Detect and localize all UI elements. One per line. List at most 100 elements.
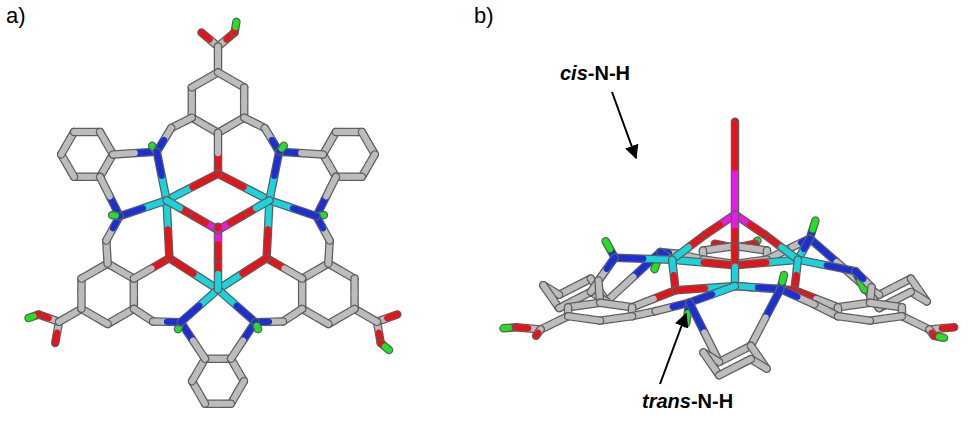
bond-half: [281, 146, 283, 149]
bond-stick: [328, 309, 354, 324]
bond-stick: [672, 260, 675, 291]
bond-half: [643, 259, 672, 260]
bond-stick: [218, 118, 244, 133]
bond-stick: [244, 87, 245, 117]
bond-stick: [181, 322, 205, 359]
bond-outline: [765, 235, 798, 260]
bond-stick: [167, 200, 194, 216]
bond-outline: [536, 329, 541, 335]
bond-stick: [672, 235, 705, 260]
bond-outline: [735, 260, 798, 266]
bond-outline: [302, 309, 328, 324]
bond-outline: [731, 215, 740, 248]
bond-stick: [934, 336, 944, 338]
bond-outline: [267, 200, 270, 258]
bond-half: [690, 303, 705, 333]
bond-outline: [167, 200, 170, 258]
bond-stick: [81, 309, 107, 324]
panel-label: b): [474, 4, 494, 28]
top-view-structure: [29, 22, 398, 404]
bond-outline: [735, 246, 767, 250]
bond-stick: [235, 22, 237, 33]
bond-stick: [218, 258, 267, 289]
bond-half: [804, 239, 810, 250]
bond-half: [543, 285, 551, 296]
bond-half: [231, 340, 243, 358]
bond-outline: [794, 260, 797, 291]
bond-half: [215, 46, 221, 59]
bond-half: [615, 258, 644, 259]
bond-half: [167, 200, 181, 208]
bond-half: [838, 316, 854, 318]
bond-stick: [194, 216, 218, 230]
bond-outline: [218, 72, 244, 87]
bond-stick: [169, 258, 218, 289]
bond-half: [242, 258, 266, 274]
bond-stick: [218, 289, 255, 322]
bond-stick: [600, 303, 632, 307]
bond-half: [595, 280, 602, 291]
label-anchor: b): [474, 4, 494, 28]
bond-half: [700, 251, 706, 255]
bond-half: [59, 315, 70, 321]
bond-half: [194, 216, 206, 223]
bond-outline: [157, 152, 167, 201]
bond-half: [813, 221, 816, 230]
bond-outline: [279, 146, 284, 152]
bond-stick: [218, 72, 244, 87]
bond-stick: [719, 359, 751, 375]
bond-outline: [113, 152, 157, 155]
bond-half: [942, 327, 954, 328]
bond-half: [293, 208, 316, 216]
bond-stick: [568, 316, 600, 320]
bond-half: [134, 268, 152, 278]
bond-stick: [735, 122, 736, 215]
bond-half: [751, 317, 766, 345]
bond-half: [113, 153, 135, 154]
bond-outline: [735, 215, 765, 235]
bond-outline: [870, 303, 902, 307]
bond-stick: [279, 152, 323, 155]
bond-half: [732, 122, 738, 168]
bond-half: [704, 263, 735, 266]
bond-half: [201, 33, 209, 40]
leader-arrow: [660, 314, 686, 384]
bond-half: [215, 227, 221, 229]
bond-outline: [381, 343, 389, 350]
bond-half: [607, 258, 615, 269]
bond-half: [810, 239, 837, 262]
bond-stick: [672, 260, 735, 266]
bond-outline: [541, 316, 568, 329]
bond-half: [855, 271, 863, 279]
bond-half: [536, 333, 538, 336]
bond-half: [326, 177, 336, 197]
bond-outline: [798, 260, 855, 271]
bond-outline: [231, 322, 255, 359]
bond-half: [503, 325, 509, 332]
bond-half: [301, 153, 323, 154]
bond-outline: [181, 289, 218, 322]
bond-outline: [167, 174, 218, 200]
bond-outline: [108, 309, 134, 324]
bond-half: [29, 316, 34, 318]
bond-outline: [192, 72, 218, 87]
bond-outline: [240, 87, 249, 117]
bond-stick: [870, 303, 902, 307]
bond-outline: [600, 303, 632, 307]
bond-stick: [218, 227, 219, 230]
bond-stick: [703, 246, 735, 250]
bond-stick: [269, 200, 316, 216]
bond-half: [568, 316, 584, 318]
bond-half: [606, 241, 611, 249]
bond-half: [110, 197, 120, 217]
bond-stick: [798, 260, 855, 271]
bond-stick: [231, 322, 255, 359]
bond-half: [55, 332, 57, 343]
bond-outline: [81, 263, 107, 278]
bond-outline: [77, 279, 86, 309]
bond-outline: [672, 235, 705, 260]
bond-stick: [267, 200, 270, 258]
bond-outline: [235, 22, 237, 33]
bond-outline: [218, 258, 267, 289]
bond-stick: [167, 200, 170, 258]
